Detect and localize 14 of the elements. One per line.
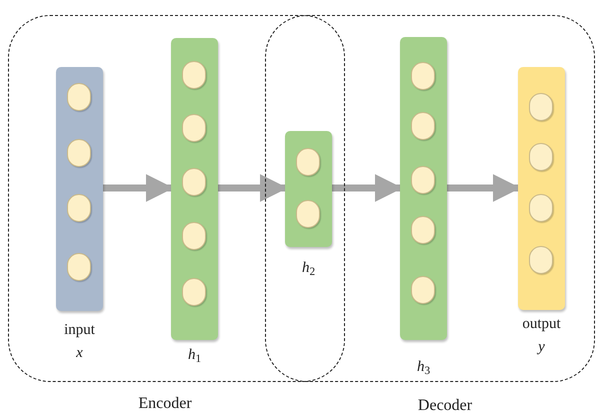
layer-label: x [76, 346, 83, 361]
layer-bar [400, 37, 447, 340]
layer-bar [56, 67, 103, 311]
layer-bar [171, 38, 218, 340]
region-label: Encoder [138, 396, 192, 412]
region-label: Decoder [418, 398, 472, 414]
layer-label: output [522, 317, 561, 332]
layer-label: y [538, 340, 545, 355]
layer-label: h$_{2}$ [302, 261, 316, 276]
layer-label: h$_{3}$ [416, 360, 430, 375]
layer-bar [518, 67, 565, 310]
layer-label: input [64, 323, 95, 338]
layer-bar [285, 131, 332, 247]
layer-label: h$_{1}$ [188, 348, 202, 363]
